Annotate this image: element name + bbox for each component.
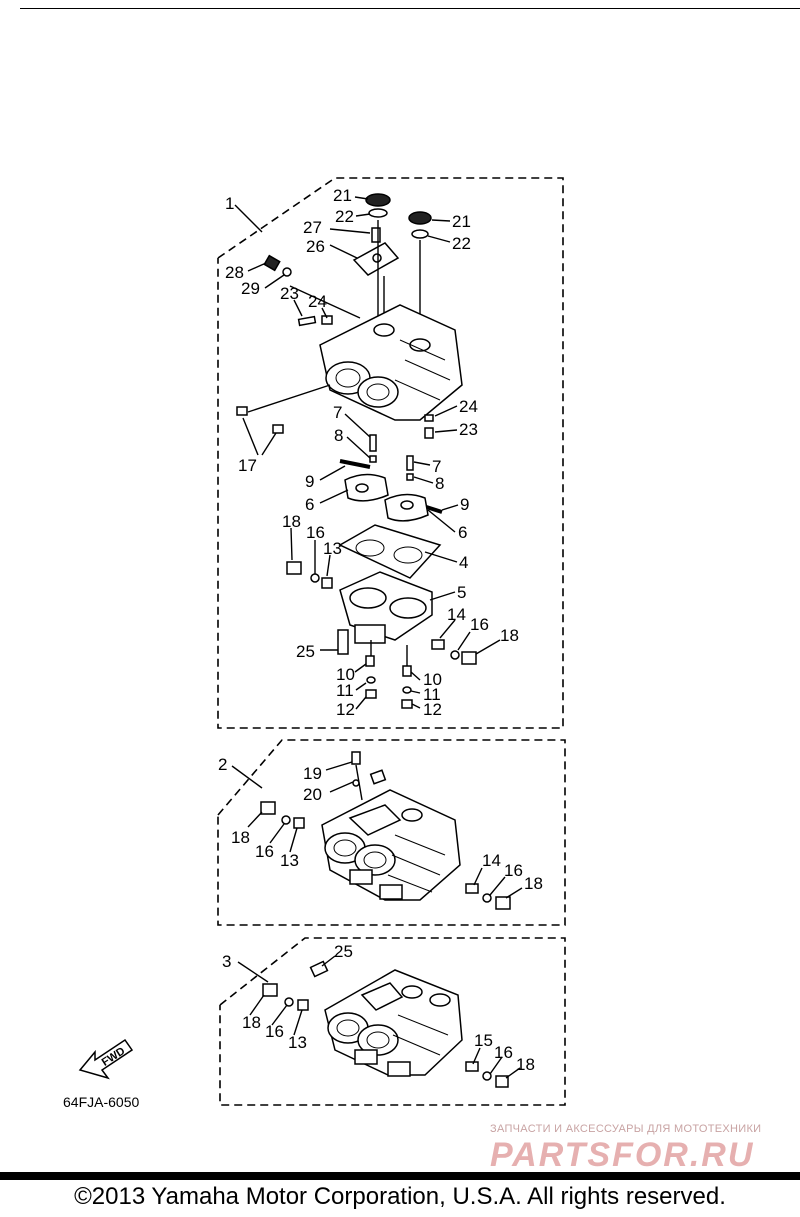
callout-25-bottom: 25: [334, 942, 353, 961]
callout-7-left: 7: [333, 403, 342, 422]
callout-8-left: 8: [334, 426, 343, 445]
callout-16-right: 16: [470, 615, 489, 634]
callout-16-mid-right: 16: [504, 861, 523, 880]
assembly-3: 3 25 18 16 13 15 16: [219, 937, 566, 1106]
callout-18-right: 18: [500, 626, 519, 645]
footer-rule: [0, 1172, 800, 1180]
callout-25-top: 25: [296, 642, 315, 661]
callout-22-right: 22: [452, 234, 471, 253]
callout-6-right: 6: [458, 523, 467, 542]
callout-23-left: 23: [280, 284, 299, 303]
callout-9-left: 9: [305, 472, 314, 491]
watermark-logo: PARTSFOR.RU: [490, 1136, 755, 1174]
callout-5: 5: [457, 583, 466, 602]
callout-21-top: 21: [333, 186, 352, 205]
copyright-notice: ©2013 Yamaha Motor Corporation, U.S.A. A…: [74, 1183, 726, 1210]
callout-19: 19: [303, 764, 322, 783]
callout-11-left: 11: [336, 681, 354, 700]
callout-18-bot-left: 18: [242, 1013, 261, 1032]
assembly-1-frame: 1: [217, 177, 564, 729]
callout-18-mid-right: 18: [524, 874, 543, 893]
callout-28: 28: [225, 263, 244, 282]
assembly-2: 2 19 20 18: [217, 739, 566, 926]
watermark-tagline: ЗАПЧАСТИ И АКСЕССУАРЫ ДЛЯ МОТОТЕХНИКИ: [490, 1123, 762, 1135]
callout-9-right: 9: [460, 495, 469, 514]
callout-13-mid-left: 13: [280, 851, 299, 870]
callout-2: 2: [218, 755, 227, 774]
top-rule: [20, 8, 800, 9]
callout-10-right: 10: [423, 670, 442, 689]
callout-27: 27: [303, 218, 322, 237]
callout-16-mid-left: 16: [255, 842, 274, 861]
callout-17: 17: [238, 456, 257, 475]
callout-10-left: 10: [336, 665, 355, 684]
callout-13-bot-left: 13: [288, 1033, 307, 1052]
callout-12-left: 12: [336, 700, 355, 719]
callout-16-bot-left: 16: [265, 1022, 284, 1041]
callout-24-right: 24: [459, 397, 478, 416]
diagram-part-number: 64FJA-6050: [63, 1094, 140, 1110]
callout-16-bot-right: 16: [494, 1043, 513, 1062]
callout-18-mid-left: 18: [231, 828, 250, 847]
callout-15: 15: [474, 1031, 493, 1050]
callout-8-right: 8: [435, 474, 444, 493]
callout-13-left: 13: [323, 539, 342, 558]
callout-6-left: 6: [305, 495, 314, 514]
callout-29: 29: [241, 279, 260, 298]
callout-3: 3: [222, 952, 231, 971]
callout-23-right: 23: [459, 420, 478, 439]
callout-12-right: 12: [423, 700, 442, 719]
callout-18-bot-right: 18: [516, 1055, 535, 1074]
callout-20: 20: [303, 785, 322, 804]
callout-4: 4: [459, 553, 468, 572]
callout-1: 1: [225, 194, 234, 213]
callout-24-left: 24: [308, 292, 327, 311]
callout-22-top: 22: [335, 207, 354, 226]
assembly-1-parts: [236, 193, 477, 709]
fwd-arrow-icon: FWD: [78, 1038, 134, 1080]
assembly-1-callouts: 21 22 21 22 27 26 28 29 23 24 24 23 17 7…: [225, 186, 519, 719]
callout-18-left: 18: [282, 512, 301, 531]
callout-16-left: 16: [306, 523, 325, 542]
callout-11-right: 11: [423, 685, 441, 704]
callout-26: 26: [306, 237, 325, 256]
callout-14-right: 14: [447, 605, 466, 624]
callout-7-right: 7: [432, 457, 441, 476]
callout-14-mid-right: 14: [482, 851, 501, 870]
callout-21-right: 21: [452, 212, 471, 231]
